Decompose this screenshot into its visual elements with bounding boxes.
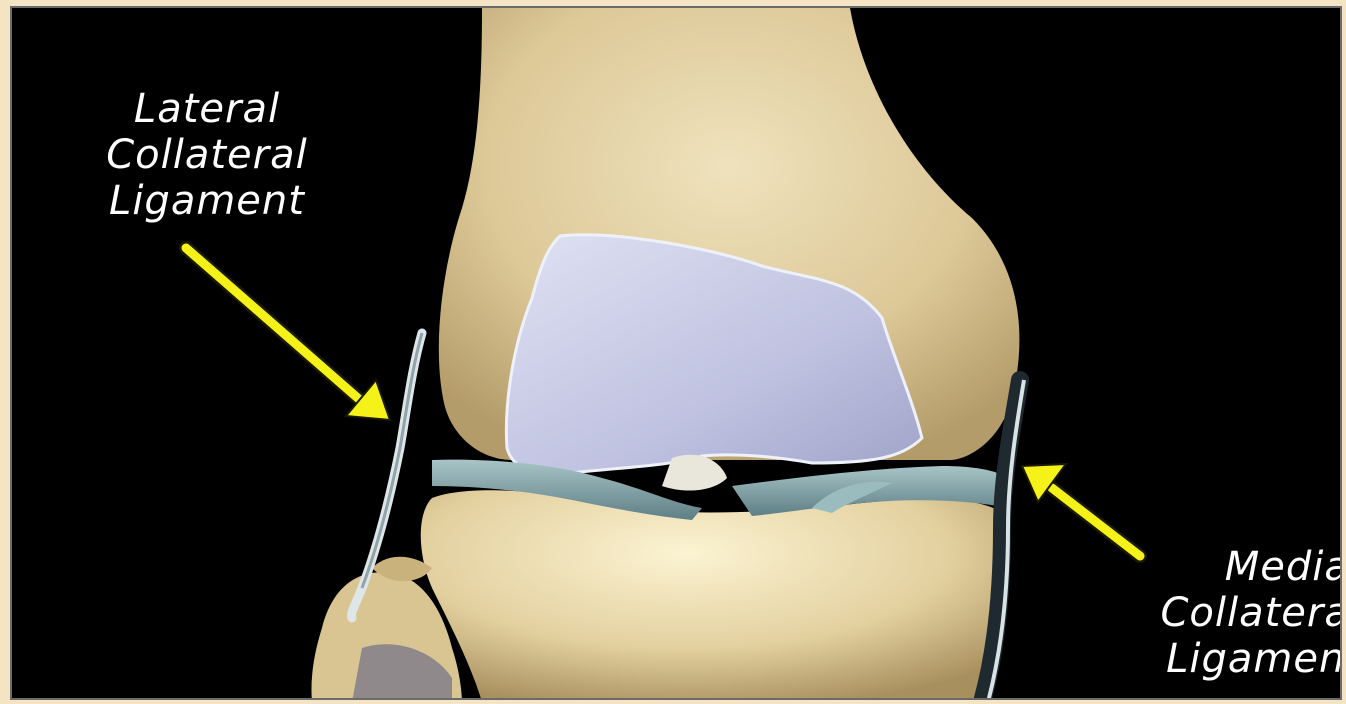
medial-label-line-1: Medial [1112,544,1342,590]
medial-arrow-icon [1022,464,1140,556]
medial-label-line-2: Collateral [1112,590,1342,636]
lateral-label-line-1: Lateral [52,86,362,132]
lateral-label-line-3: Ligament [52,178,362,224]
knee-illustration-panel: Lateral Collateral Ligament Medial Colla… [10,6,1342,700]
lateral-collateral-ligament-label: Lateral Collateral Ligament [52,86,362,224]
lateral-arrow-icon [186,248,390,420]
cruciate-ligament [662,455,727,491]
lateral-label-line-2: Collateral [52,132,362,178]
medial-label-line-3: Ligament [1112,636,1342,682]
tibia-bone [421,490,1008,700]
medial-collateral-ligament-label: Medial Collateral Ligament [1112,544,1342,682]
